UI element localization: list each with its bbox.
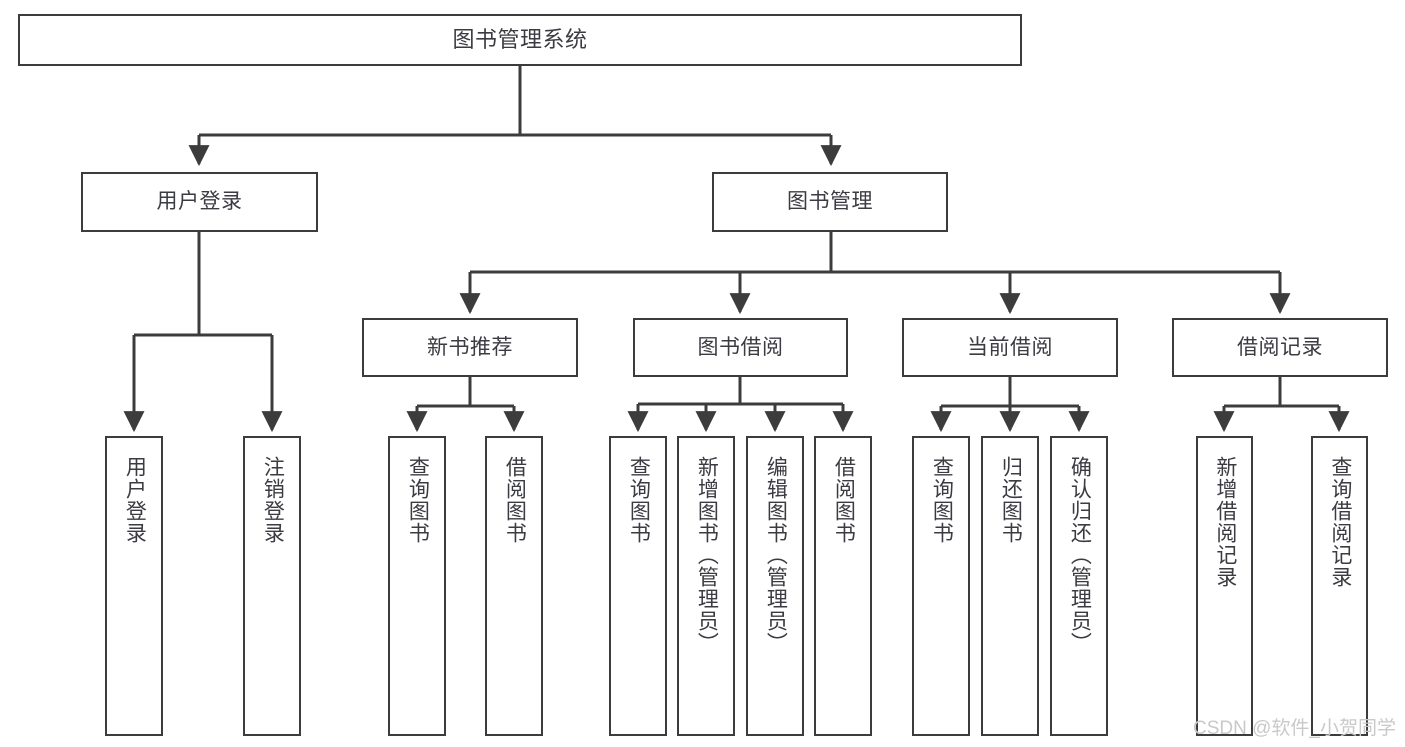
node-user-login[interactable]: 用户登录: [81, 172, 318, 232]
node-label: 当前借阅: [967, 335, 1053, 359]
node-label: 查询图书: [930, 456, 954, 544]
node-label: 图书管理: [787, 190, 873, 214]
leaf-current-borrow-confirm-return-admin[interactable]: 确认归还（管理员）: [1050, 436, 1108, 736]
leaf-book-borrow-query-book[interactable]: 查询图书: [609, 436, 667, 736]
node-label: 用户登录: [123, 456, 147, 544]
csdn-watermark: CSDN @软件_小贺同学: [1193, 718, 1396, 739]
node-label: 新增图书（管理员）: [695, 456, 719, 654]
node-label: 用户登录: [156, 190, 243, 214]
node-label: 查询图书: [627, 456, 651, 544]
node-label: 归还图书: [999, 456, 1023, 544]
leaf-current-borrow-query-book[interactable]: 查询图书: [912, 436, 970, 736]
node-label: 新书推荐: [427, 335, 513, 359]
node-label: 借阅记录: [1237, 335, 1323, 359]
leaf-user-login-login[interactable]: 用户登录: [105, 436, 163, 736]
leaf-book-borrow-add-book-admin[interactable]: 新增图书（管理员）: [677, 436, 735, 736]
node-borrow-record[interactable]: 借阅记录: [1172, 318, 1388, 377]
node-label: 注销登录: [261, 456, 285, 544]
node-book-borrow[interactable]: 图书借阅: [633, 318, 848, 377]
node-label: 查询图书: [406, 456, 430, 544]
leaf-current-borrow-return-book[interactable]: 归还图书: [981, 436, 1039, 736]
node-label: 编辑图书（管理员）: [764, 456, 788, 654]
leaf-book-borrow-edit-book-admin[interactable]: 编辑图书（管理员）: [746, 436, 804, 736]
node-book-management[interactable]: 图书管理: [712, 172, 948, 232]
leaf-borrow-record-add-record[interactable]: 新增借阅记录: [1196, 436, 1253, 736]
leaf-book-borrow-borrow-book[interactable]: 借阅图书: [814, 436, 872, 736]
leaf-borrow-record-query-record[interactable]: 查询借阅记录: [1311, 436, 1368, 736]
leaf-user-login-logout[interactable]: 注销登录: [243, 436, 301, 736]
node-label: 借阅图书: [832, 456, 856, 544]
node-label: 图书借阅: [697, 335, 784, 359]
node-label: 确认归还（管理员）: [1068, 456, 1092, 654]
leaf-new-book-query-book[interactable]: 查询图书: [388, 436, 446, 736]
node-label: 图书管理系统: [452, 26, 588, 52]
node-label: 借阅图书: [503, 456, 527, 544]
node-label: 查询借阅记录: [1328, 456, 1352, 588]
node-root-book-management-system[interactable]: 图书管理系统: [18, 14, 1022, 66]
leaf-new-book-borrow-book[interactable]: 借阅图书: [485, 436, 543, 736]
node-label: 新增借阅记录: [1213, 456, 1237, 588]
node-current-borrow[interactable]: 当前借阅: [902, 318, 1118, 377]
node-new-book-recommend[interactable]: 新书推荐: [362, 318, 578, 377]
